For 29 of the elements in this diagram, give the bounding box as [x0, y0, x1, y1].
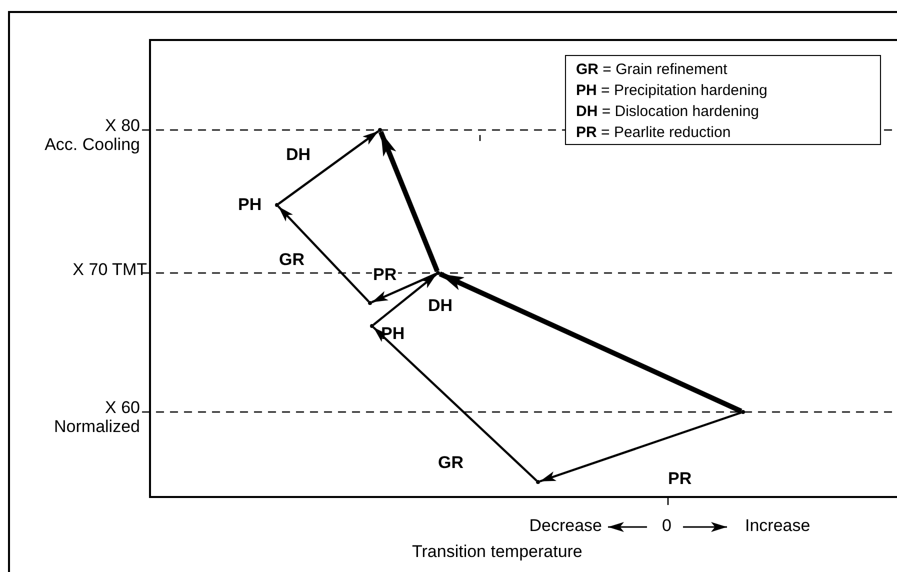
- axis-label: X 80: [105, 117, 140, 136]
- vertex-point: [436, 271, 440, 275]
- vertex-point: [368, 301, 372, 305]
- vertex-point: [275, 203, 279, 207]
- legend-text: DH = Dislocation hardening: [576, 104, 760, 120]
- legend-text: PH = Precipitation hardening: [576, 83, 768, 100]
- axis-title: Transition temperature: [412, 543, 582, 562]
- vector-label: PH: [238, 196, 262, 215]
- axis-label: Increase: [745, 517, 810, 536]
- axis-label: Acc. Cooling: [44, 136, 140, 155]
- axis-label: Normalized: [54, 418, 140, 437]
- vertex-point: [741, 410, 745, 414]
- vertex-point: [536, 480, 540, 484]
- axis-label: 0: [662, 517, 672, 536]
- vertex-point: [378, 128, 382, 132]
- arrow: [540, 412, 742, 482]
- arrow: [438, 272, 742, 414]
- arrow: [278, 206, 370, 302]
- arrow: [372, 326, 538, 482]
- arrow: [372, 273, 438, 326]
- arrow: [371, 272, 437, 304]
- arrow: [378, 130, 440, 272]
- legend-text: PR = Pearlite reduction: [576, 125, 731, 142]
- axis-label: Decrease: [529, 517, 602, 536]
- vertex-point: [370, 324, 374, 328]
- legend-text: GR = Grain refinement: [576, 62, 728, 78]
- axis-label: X 70 TMT: [72, 261, 147, 280]
- axis-label: X 60: [105, 399, 140, 418]
- arrow: [278, 130, 380, 205]
